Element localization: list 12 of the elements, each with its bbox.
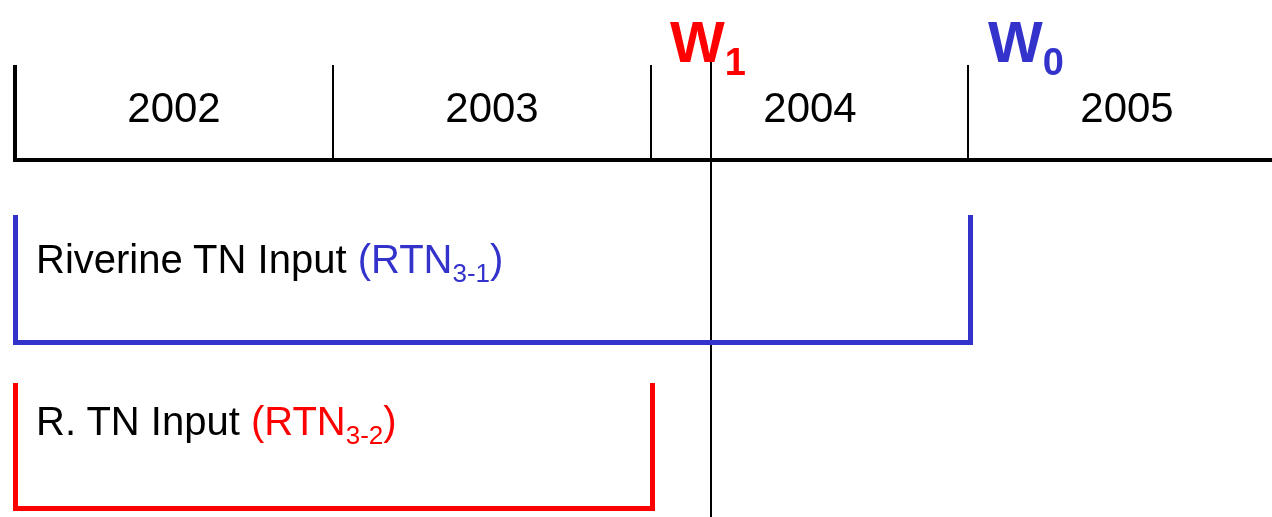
- period-label: Riverine TN Input: [36, 237, 347, 281]
- year-label: 2002: [126, 84, 222, 132]
- variable-label: (RTN$_{3-2}$): [250, 399, 397, 443]
- variable-label: (RTN$_{3-1}$): [357, 237, 504, 281]
- window-label: W$_{1}$: [670, 8, 746, 84]
- year-label: 2004: [762, 84, 858, 132]
- period-label: R. TN Input: [36, 399, 240, 443]
- year-label: 2005: [1079, 84, 1175, 132]
- window-label: W$_{0}$: [988, 8, 1064, 84]
- period-bracket: [13, 215, 973, 345]
- period-bracket: [13, 383, 655, 511]
- year-label: 2003: [444, 84, 540, 132]
